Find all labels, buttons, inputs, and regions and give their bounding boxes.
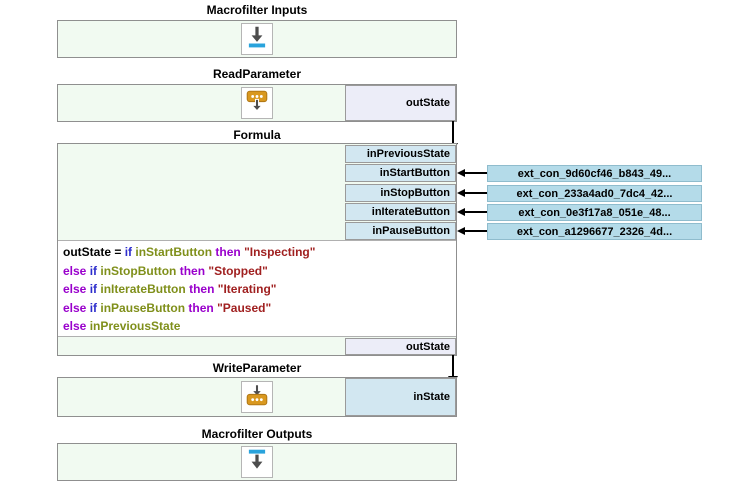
formula-code-editor[interactable]: outState = if inStartButton then "Inspec… bbox=[58, 240, 456, 337]
read-parameter-icon bbox=[244, 88, 270, 119]
port-formula-instartbutton[interactable]: inStartButton bbox=[345, 164, 456, 182]
block-macrofilter-outputs[interactable] bbox=[57, 443, 457, 481]
connection-ext-inpausebutton bbox=[462, 230, 487, 232]
port-formula-instopbutton[interactable]: inStopButton bbox=[345, 184, 456, 202]
block-title-macrofilter-inputs: Macrofilter Inputs bbox=[206, 3, 308, 17]
arrowhead-left-icon bbox=[457, 169, 465, 177]
formula-code-line: else if inPauseButton then "Paused" bbox=[63, 300, 272, 315]
port-formula-initeratebutton[interactable]: inIterateButton bbox=[345, 203, 456, 221]
port-formula-inpreviousstate[interactable]: inPreviousState bbox=[345, 145, 456, 163]
write-parameter-button[interactable] bbox=[241, 381, 273, 413]
connection-ext-instartbutton bbox=[462, 172, 487, 174]
port-formula-outstate[interactable]: outState bbox=[345, 338, 456, 355]
block-title-read-parameter: ReadParameter bbox=[212, 67, 302, 81]
connection-formula-to-instate bbox=[452, 355, 454, 378]
arrowhead-left-icon bbox=[457, 189, 465, 197]
external-connection-initeratebutton[interactable]: ext_con_0e3f17a8_051e_48... bbox=[487, 204, 702, 221]
write-parameter-icon bbox=[244, 382, 270, 413]
macro-outputs-icon bbox=[244, 447, 270, 478]
port-writeparameter-instate[interactable]: inState bbox=[345, 378, 456, 416]
arrowhead-left-icon bbox=[457, 227, 465, 235]
external-connection-instopbutton[interactable]: ext_con_233a4ad0_7dc4_42... bbox=[487, 185, 702, 202]
macrofilter-inputs-button[interactable] bbox=[241, 23, 273, 55]
connection-ext-initeratebutton bbox=[462, 211, 487, 213]
port-formula-inpausebutton[interactable]: inPauseButton bbox=[345, 222, 456, 240]
formula-code-line: else inPreviousState bbox=[63, 319, 181, 333]
formula-code-line: else if inStopButton then "Stopped" bbox=[63, 263, 268, 278]
connection-outstate-to-formula bbox=[452, 121, 454, 145]
formula-code-line: outState = if inStartButton then "Inspec… bbox=[63, 245, 316, 259]
block-macrofilter-inputs[interactable] bbox=[57, 20, 457, 58]
formula-code-line: else if inIterateButton then "Iterating" bbox=[63, 282, 277, 296]
read-parameter-button[interactable] bbox=[241, 87, 273, 119]
block-title-formula: Formula bbox=[233, 128, 281, 142]
connection-ext-instopbutton bbox=[462, 192, 487, 194]
macrofilter-outputs-button[interactable] bbox=[241, 446, 273, 478]
block-title-macrofilter-outputs: Macrofilter Outputs bbox=[201, 427, 313, 441]
external-connection-inpausebutton[interactable]: ext_con_a1296677_2326_4d... bbox=[487, 223, 702, 240]
external-connection-instartbutton[interactable]: ext_con_9d60cf46_b843_49... bbox=[487, 165, 702, 182]
arrowhead-left-icon bbox=[457, 208, 465, 216]
port-readparameter-outstate[interactable]: outState bbox=[345, 85, 456, 121]
macro-inputs-icon bbox=[244, 24, 270, 55]
block-title-write-parameter: WriteParameter bbox=[212, 361, 302, 375]
